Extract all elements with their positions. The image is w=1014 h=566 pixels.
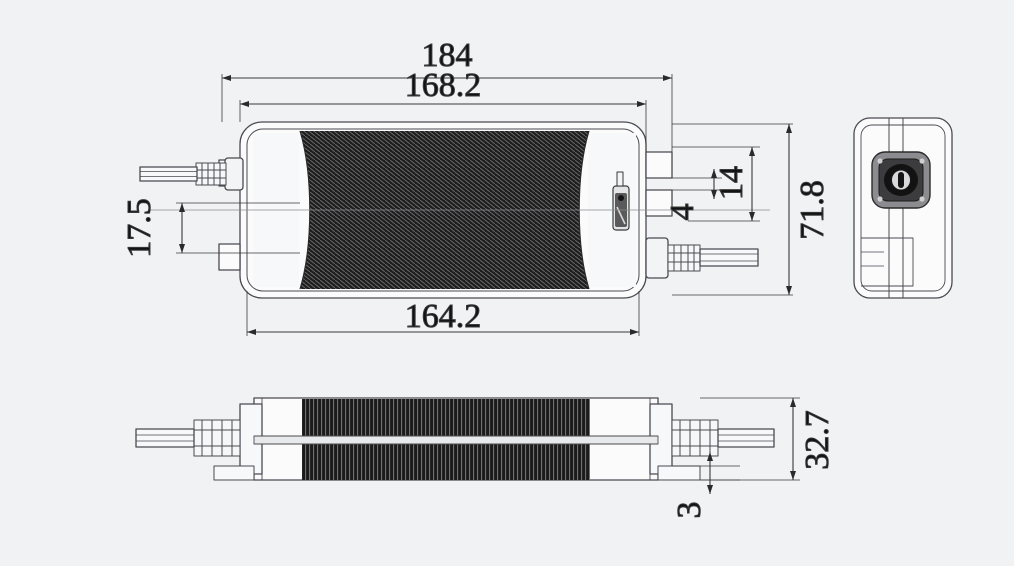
side-view-left-strain-relief xyxy=(193,419,241,457)
dim-label-164: 164.2 xyxy=(405,298,482,335)
side-view xyxy=(135,397,775,481)
output-cable-wire-lines xyxy=(700,253,758,262)
input-cable-strain-relief xyxy=(195,162,227,186)
side-view-center-band xyxy=(253,435,659,445)
end-view xyxy=(853,117,953,299)
side-view-input-cable xyxy=(135,419,241,457)
top-view xyxy=(139,121,770,299)
side-view-right-foot xyxy=(657,465,701,481)
output-cable-wire xyxy=(699,248,759,267)
dim-label-3: 3 xyxy=(671,502,708,519)
side-view-left-wire-lines xyxy=(136,434,194,442)
top-view-right-tab-upper xyxy=(645,151,673,179)
side-view-right-wire-lines xyxy=(718,434,774,442)
dim-label-14: 14 xyxy=(713,166,750,200)
dim-label-168: 168.2 xyxy=(405,67,482,104)
dim-label-184: 184 xyxy=(422,37,473,74)
top-view-dimensions: 184 168.2 164.2 17.5 14 4 xyxy=(121,37,832,336)
side-view-fins-upper xyxy=(302,399,590,437)
side-view-left-wire xyxy=(135,428,195,448)
dim-label-4: 4 xyxy=(664,204,701,221)
side-view-right-strain-relief xyxy=(671,419,719,457)
input-cable-wire xyxy=(139,166,198,182)
side-view-left-foot xyxy=(213,465,255,481)
dim-label-327: 32.7 xyxy=(799,410,836,470)
input-cable-gland xyxy=(224,157,244,191)
end-view-dc-jack xyxy=(871,151,931,209)
output-cable-gland xyxy=(645,237,669,279)
top-view-output-cable xyxy=(645,237,759,279)
top-view-indicator-module xyxy=(612,171,630,231)
end-view-foot-detail xyxy=(861,237,914,287)
end-view-foot-ribs xyxy=(861,251,884,267)
top-view-left-tab-lower xyxy=(218,243,241,271)
dim-label-175: 17.5 xyxy=(121,198,158,258)
input-cable-wire-lines xyxy=(140,171,197,177)
top-view-right-tab-lower xyxy=(645,189,673,217)
top-view-input-cable xyxy=(139,157,244,191)
side-view-dimensions: 32.7 3 xyxy=(671,397,837,519)
side-view-fins-lower xyxy=(302,443,590,480)
output-cable-strain-relief xyxy=(667,244,701,272)
side-view-output-cable xyxy=(671,419,775,457)
dim-label-718: 71.8 xyxy=(794,180,831,240)
side-view-right-wire xyxy=(717,428,775,448)
